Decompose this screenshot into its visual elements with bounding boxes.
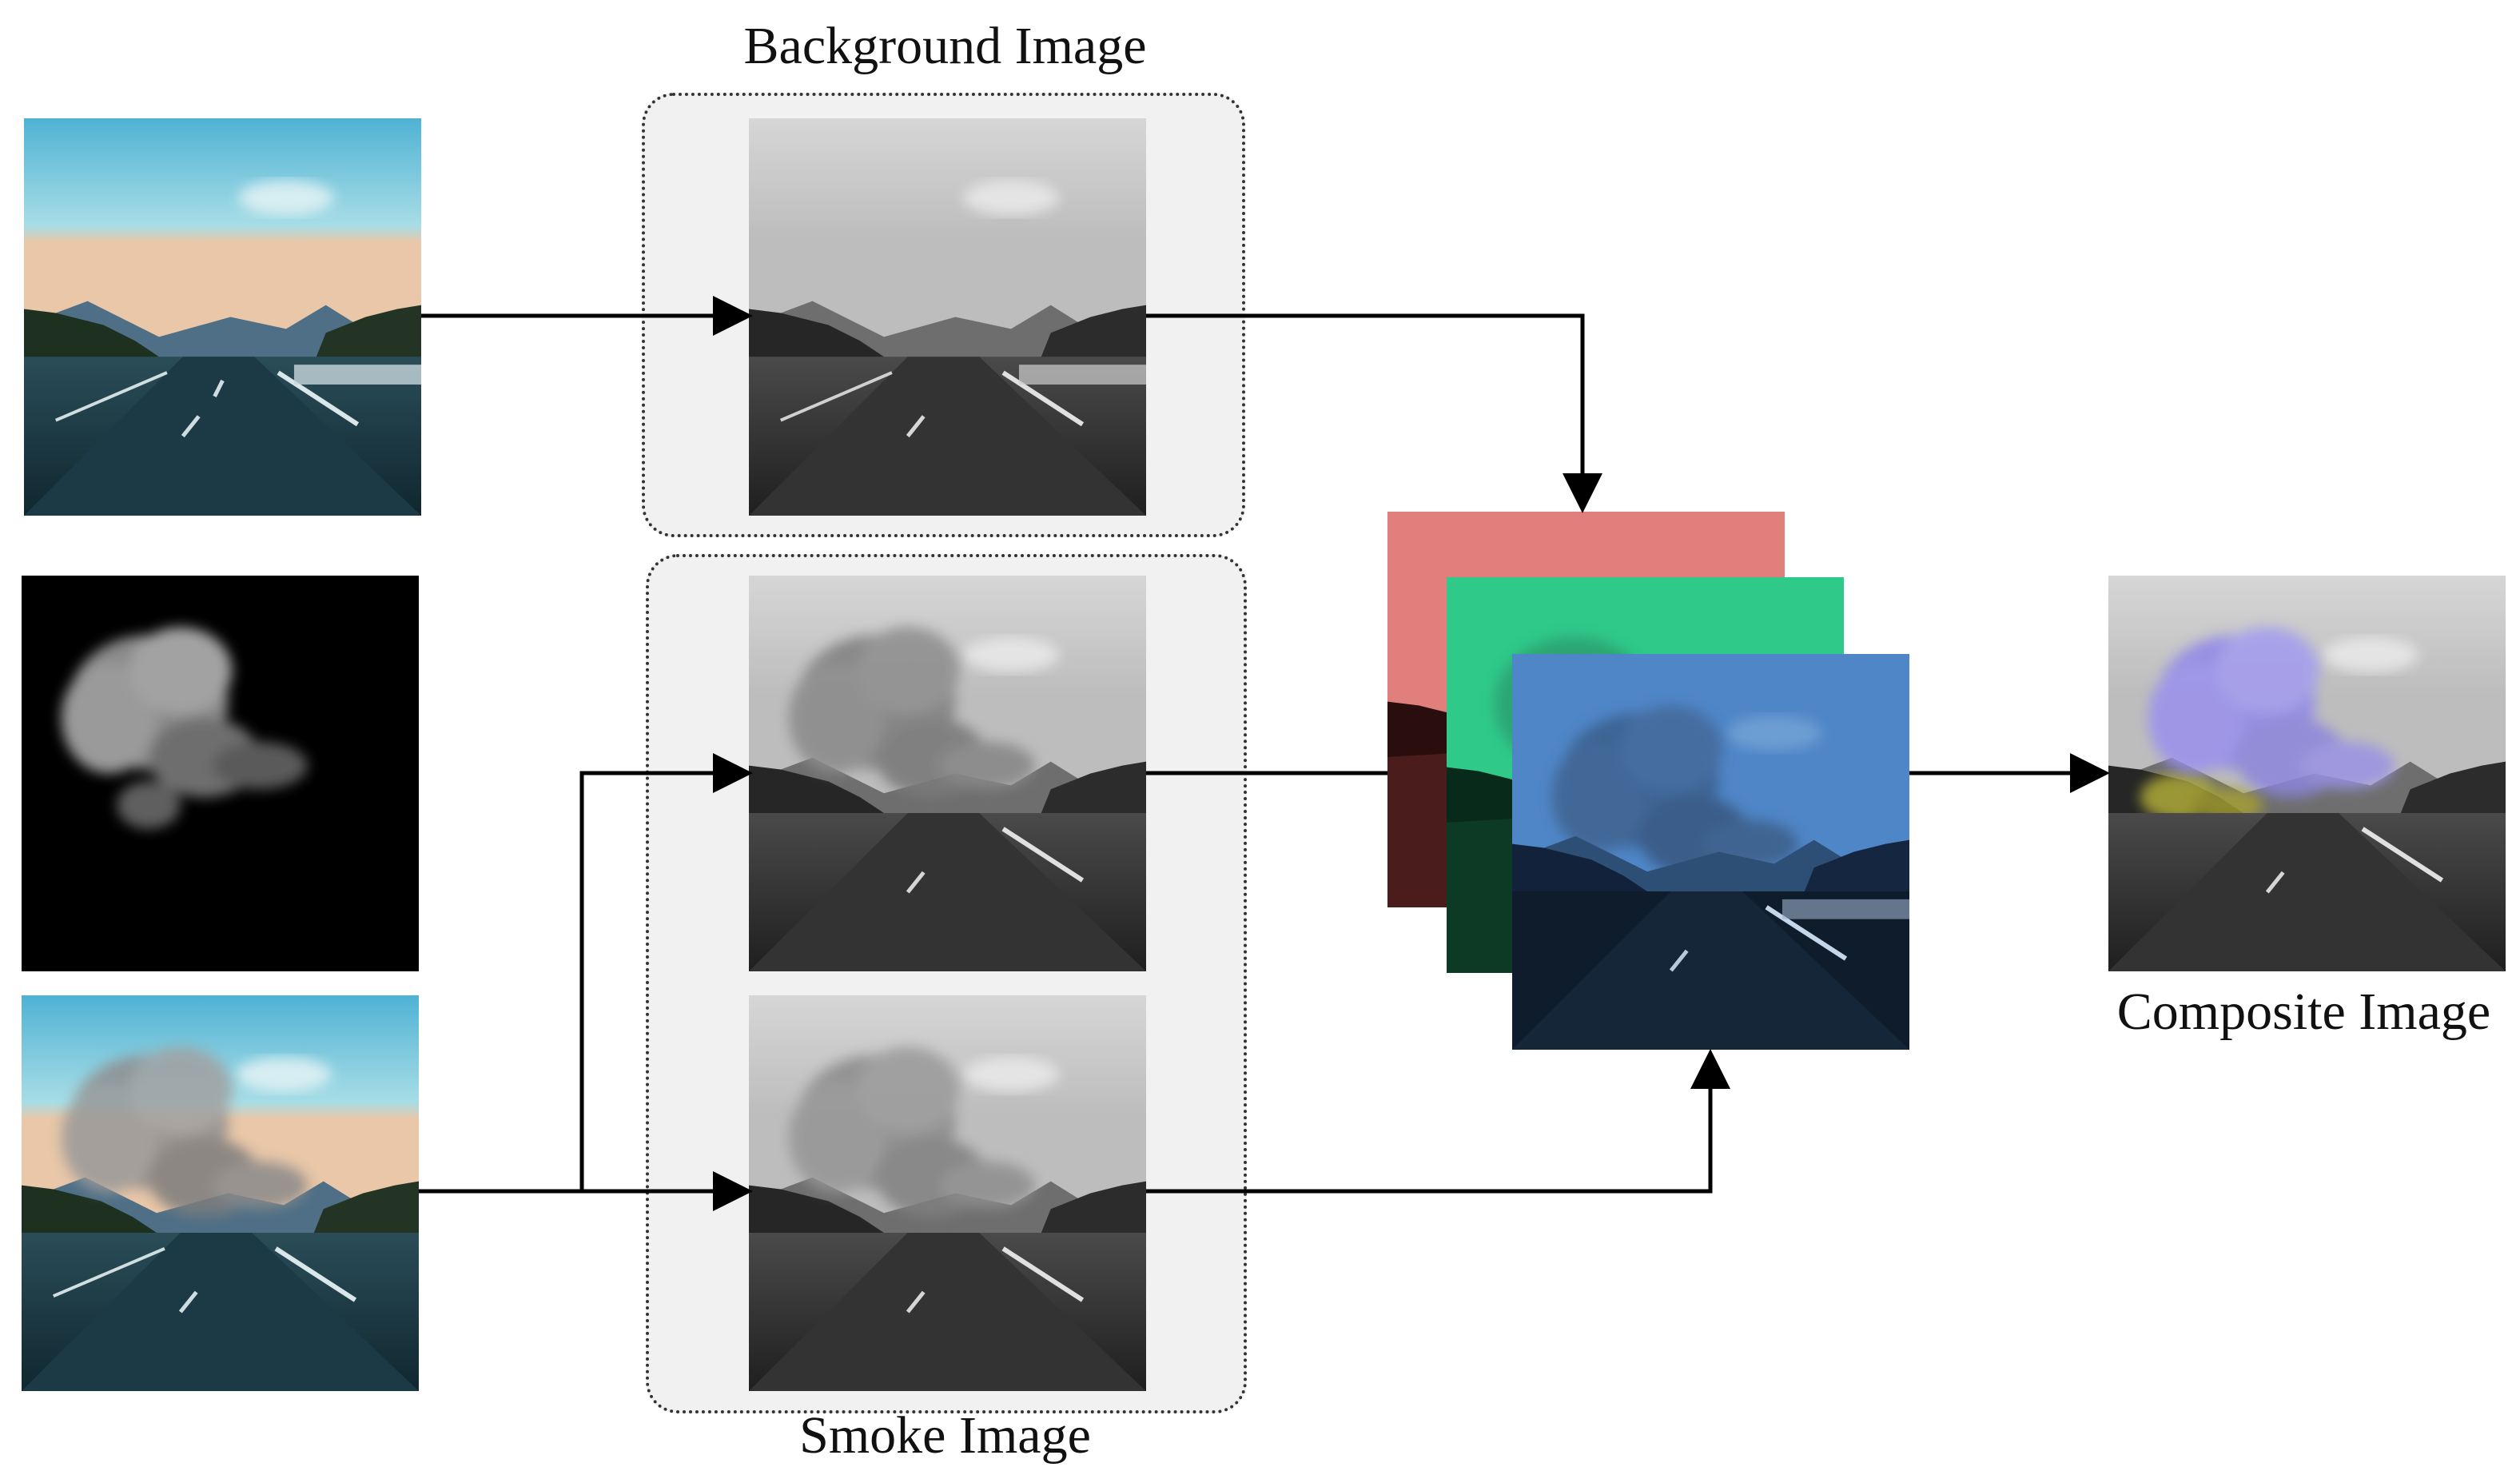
gray-smoke-photo-top — [749, 576, 1146, 971]
gray-background-photo — [749, 118, 1146, 516]
gray-smoke-photo-bottom — [749, 995, 1146, 1391]
composite-image-label: Composite Image — [2116, 983, 2491, 1041]
composite-photo — [2108, 576, 2506, 971]
smoke-mask-photo — [22, 576, 419, 971]
blue-channel-photo — [1512, 654, 1909, 1050]
background-image-label: Background Image — [743, 17, 1147, 75]
color-smoke-photo — [22, 995, 419, 1391]
color-background-photo — [24, 118, 421, 516]
smoke-image-label: Smoke Image — [799, 1406, 1091, 1465]
